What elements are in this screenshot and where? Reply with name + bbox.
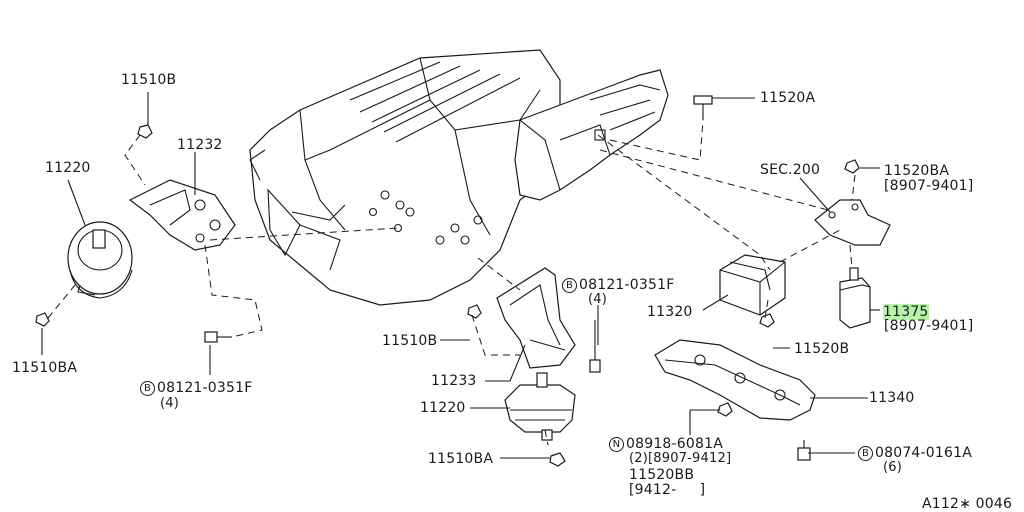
- part-label-11510BA-mid: 11510BA: [428, 451, 494, 467]
- section-ref-sec200: SEC.200: [760, 162, 821, 178]
- part-label-11520BA: 11520BA: [884, 163, 950, 179]
- part-label-11233: 11233: [431, 373, 477, 389]
- bracket-11233: [496, 267, 576, 369]
- n-circle-icon: N: [609, 437, 624, 452]
- stopper-11375: [839, 267, 871, 329]
- member-11340: [654, 339, 816, 421]
- b-circle-icon: B: [858, 446, 873, 461]
- part-label-11320: 11320: [647, 304, 693, 320]
- part-number-08918: 08918-6081A: [626, 436, 723, 452]
- transmission: [514, 69, 669, 201]
- date-range-11375: [8907-9401]: [884, 318, 974, 334]
- part-number-08121-mid: 08121-0351F: [579, 277, 675, 293]
- bracket-sec200: [814, 199, 891, 246]
- part-label-11510B-top: 11510B: [121, 72, 177, 88]
- part-label-11340: 11340: [869, 390, 915, 406]
- engine-block: [249, 49, 561, 306]
- mount-11220-left: [67, 221, 133, 299]
- part-label-11232: 11232: [177, 137, 223, 153]
- part-label-11510BA-left: 11510BA: [12, 360, 78, 376]
- leader-lines: [41, 92, 880, 459]
- b-circle-icon: B: [562, 278, 577, 293]
- dashed-guide-lines: [47, 119, 856, 446]
- mount-11220-mid: [504, 372, 576, 441]
- part-label-11375-highlighted: 11375: [883, 304, 929, 320]
- part-label-11220-mid: 11220: [420, 400, 466, 416]
- date-range-11520BA: [8907-9401]: [884, 178, 974, 194]
- part-label-11520B: 11520B: [794, 341, 850, 357]
- part-label-11520BB: 11520BB: [629, 467, 695, 483]
- part-number-08121-left: 08121-0351F: [157, 380, 253, 396]
- quantity-08121-left: (4): [160, 396, 180, 411]
- part-number-08074: 08074-0161A: [875, 445, 972, 461]
- part-label-11520A: 11520A: [760, 90, 816, 106]
- bracket-11232: [128, 179, 236, 251]
- part-label-11510B-mid: 11510B: [382, 333, 438, 349]
- mount-11320: [719, 254, 786, 316]
- quantity-08074: (6): [883, 460, 903, 475]
- date-range-11520BB: [9412- ]: [629, 482, 706, 498]
- quantity-08121-mid: (4): [588, 292, 608, 307]
- part-label-11220-left: 11220: [45, 160, 91, 176]
- hardware-nuts-bolts: [35, 95, 860, 467]
- quantity-08918: (2)[8907-9412]: [629, 451, 732, 466]
- diagram-reference-code: A112∗ 0046: [922, 496, 1013, 512]
- b-circle-icon: B: [140, 381, 155, 396]
